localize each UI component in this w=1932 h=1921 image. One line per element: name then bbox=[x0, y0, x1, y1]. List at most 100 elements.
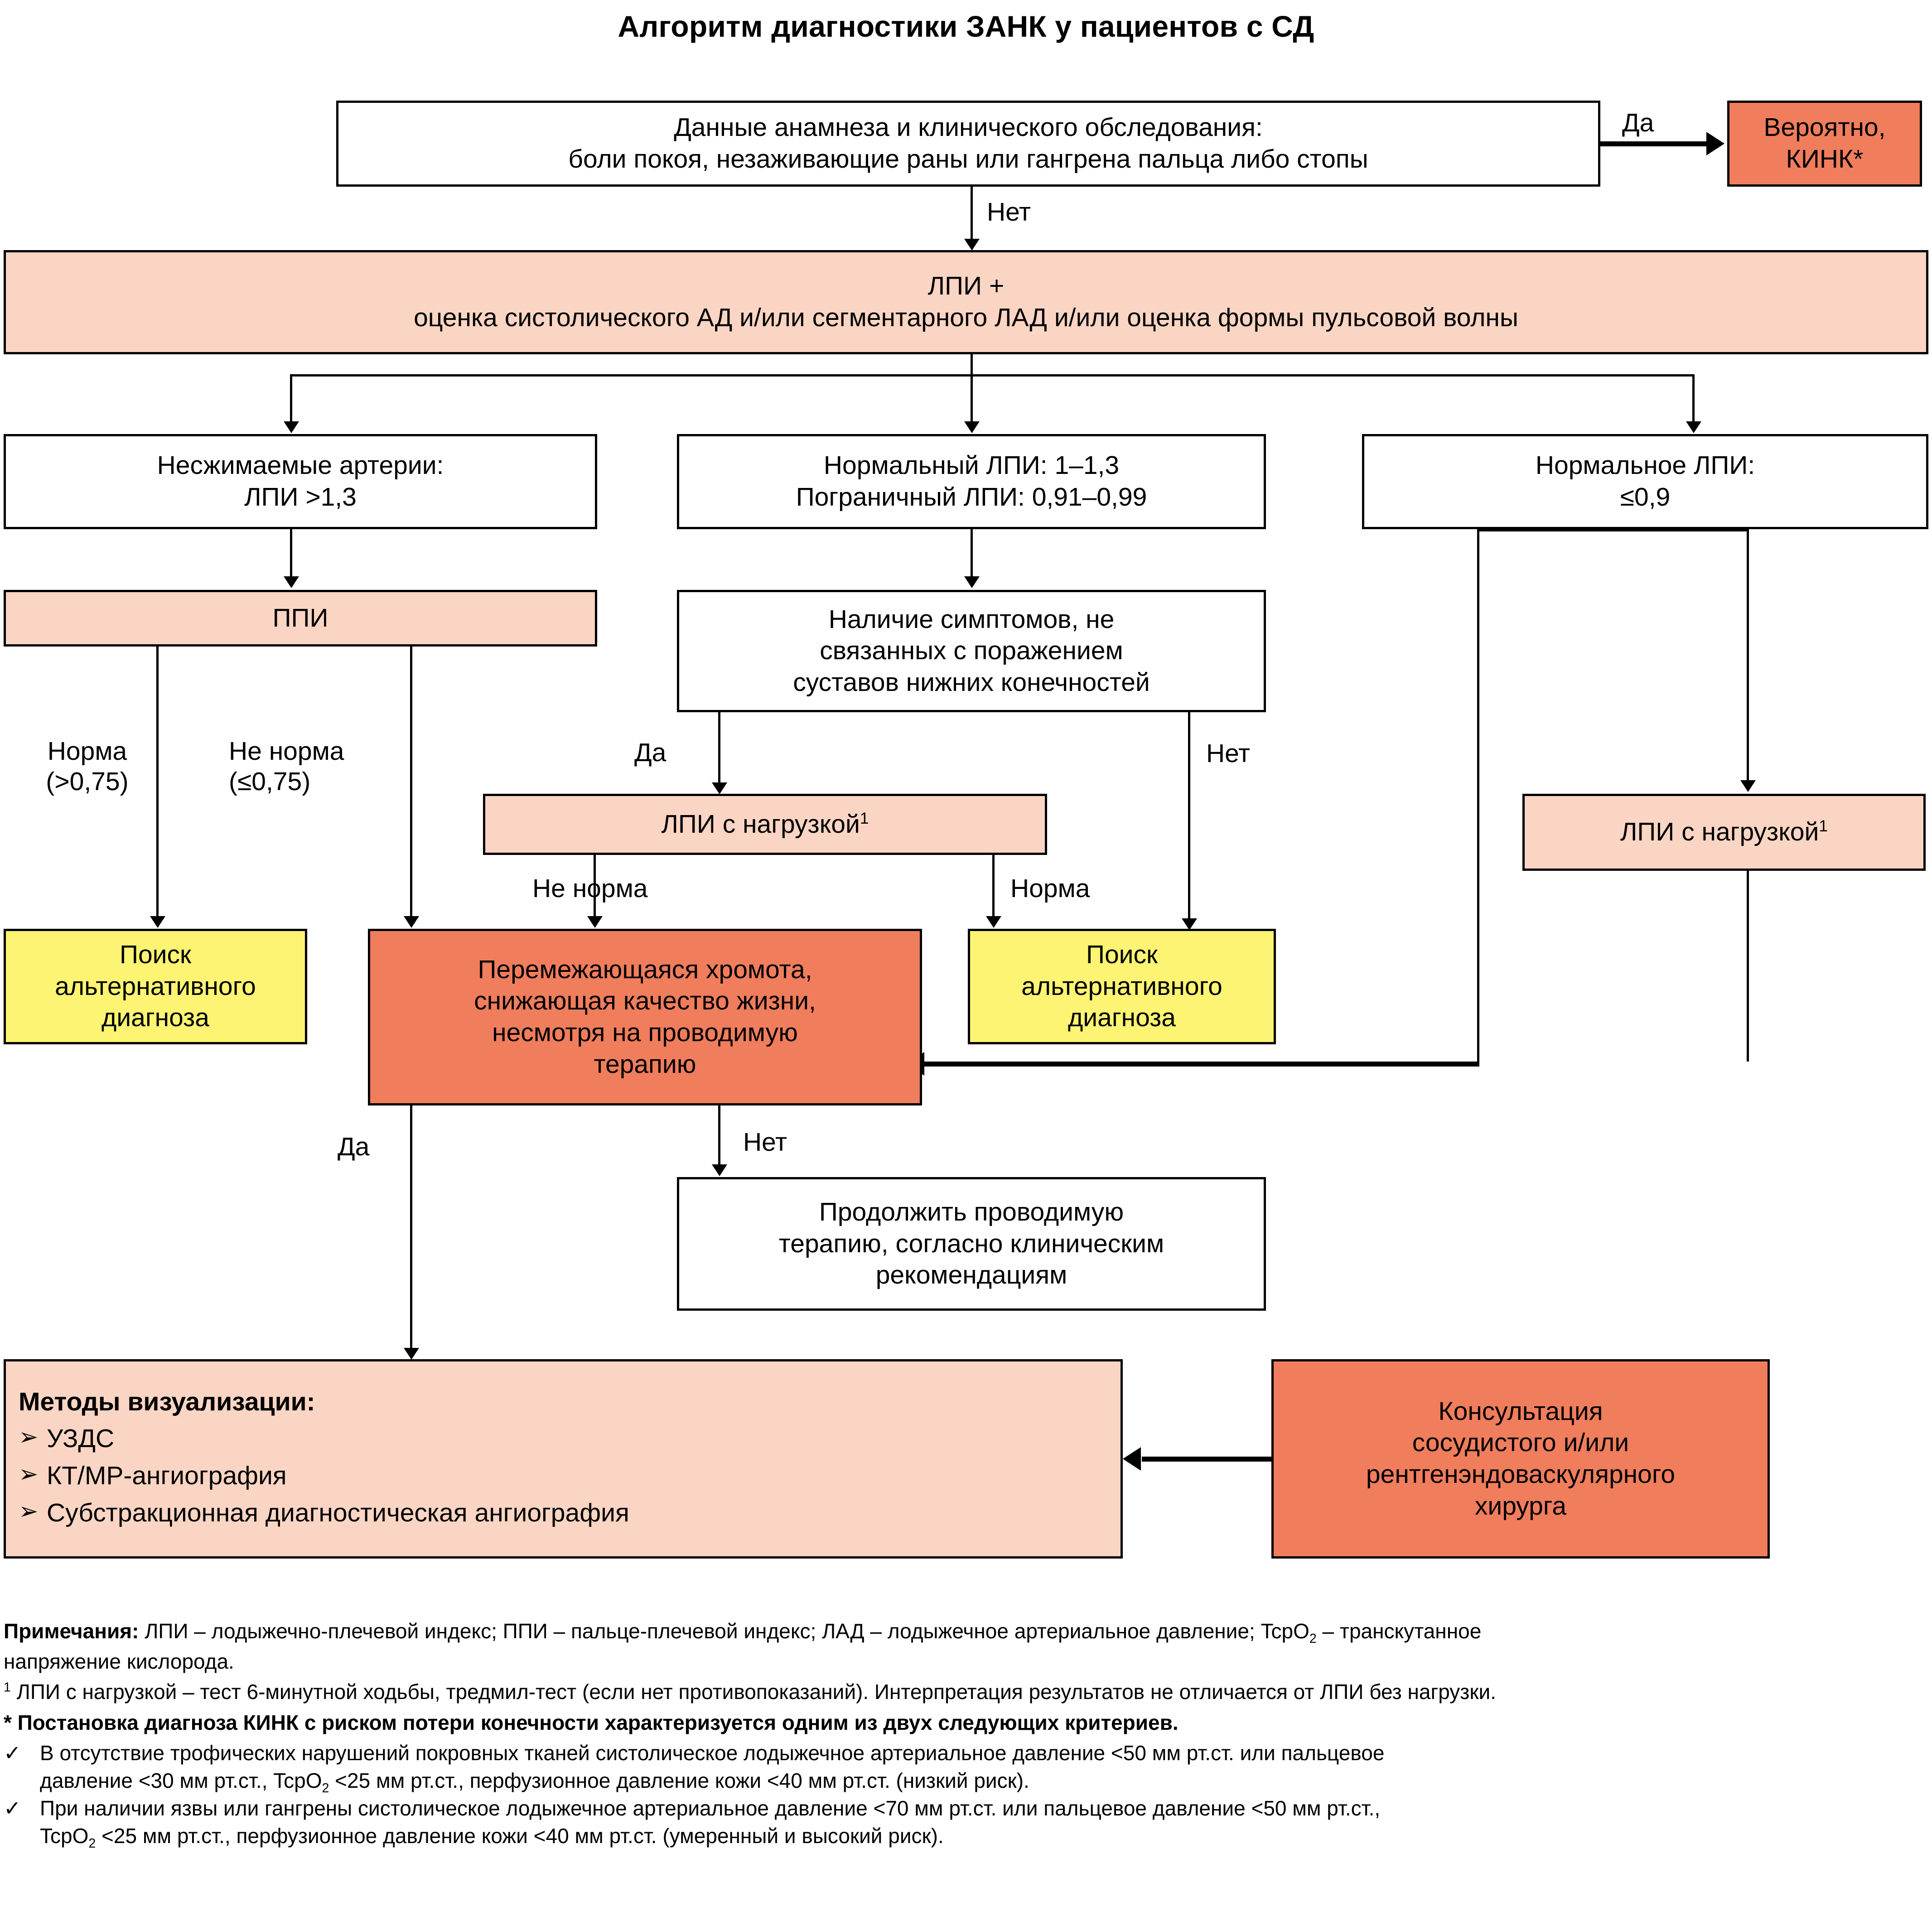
imaging-list-item[interactable]: ➢ Субстракционная диагностическая ангиог… bbox=[19, 1497, 629, 1529]
node-tbi[interactable]: ППИ bbox=[4, 590, 597, 647]
edge-claudication-yes-arrowhead bbox=[404, 1348, 419, 1360]
node-history-line2: боли покоя, незаживающие раны или гангре… bbox=[568, 145, 1368, 174]
notes-criterion-1-line2a: давление <30 мм рт.ст., TcpO bbox=[40, 1768, 322, 1792]
edge-label-tbi-abnormal-l2: (≤0,75) bbox=[229, 767, 311, 796]
notes-criterion-2-line1: При наличии язвы или гангрены систоличес… bbox=[40, 1796, 1381, 1820]
node-normal-abi-line1: Нормальный ЛПИ: 1–1,3 bbox=[823, 451, 1120, 480]
edge-exercise-abnormal-line bbox=[594, 855, 596, 918]
node-probable-clti[interactable]: Вероятно, КИНК* bbox=[1727, 101, 1922, 187]
node-exercise-abi-right-label: ЛПИ с нагрузкой1 bbox=[1620, 817, 1828, 847]
node-symptoms[interactable]: Наличие симптомов, не связанных с пораже… bbox=[677, 590, 1266, 712]
edge-claudication-no-line bbox=[718, 1105, 720, 1167]
arrow-bullet-icon: ➢ bbox=[19, 1424, 39, 1451]
node-consult-line2: сосудистого и/или bbox=[1412, 1428, 1629, 1458]
node-continue-therapy-line1: Продолжить проводимую bbox=[819, 1197, 1124, 1227]
node-continue-therapy-line3: рекомендациям bbox=[875, 1260, 1067, 1290]
node-history-line1: Данные анамнеза и клинического обследова… bbox=[674, 113, 1263, 142]
arrow-bullet-icon: ➢ bbox=[19, 1461, 39, 1487]
edge-claudication-no-arrowhead bbox=[712, 1164, 727, 1176]
edge-incompressible-to-tbi bbox=[290, 529, 292, 579]
node-low-abi-line2: ≤0,9 bbox=[1620, 483, 1671, 512]
edge-history-no-arrowhead bbox=[964, 239, 980, 251]
edge-exercise-right-down bbox=[1747, 871, 1749, 1062]
node-vascular-consult[interactable]: Консультация сосудистого и/или рентгенэн… bbox=[1271, 1359, 1770, 1559]
imaging-item-label: УЗДС bbox=[47, 1424, 115, 1453]
notes-criterion-1-sub: 2 bbox=[322, 1781, 329, 1796]
notes-footnote-star-text: Постановка диагноза КИНК с риском потери… bbox=[11, 1710, 1179, 1734]
edge-tbi-normal-arrowhead bbox=[150, 916, 165, 928]
notes-line-1: Примечания: ЛПИ – лодыжечно-плечевой инд… bbox=[4, 1617, 1929, 1645]
edge-low-abi-to-claudication-line bbox=[922, 1062, 1479, 1067]
edge-abi-branch-left-arrowhead bbox=[284, 421, 299, 433]
node-normal-abi[interactable]: Нормальный ЛПИ: 1–1,3 Пограничный ЛПИ: 0… bbox=[677, 434, 1266, 529]
edge-exercise-abnormal-arrowhead bbox=[587, 916, 603, 928]
notes-criterion-2-line2a: TcpO bbox=[40, 1824, 89, 1848]
edge-label-symptoms-no: Нет bbox=[1206, 739, 1251, 768]
node-alt-diagnosis-left-line3: диагноза bbox=[101, 1003, 209, 1033]
node-claudication[interactable]: Перемежающаяся хромота, снижающая качест… bbox=[368, 929, 922, 1105]
edge-abi-branch-mid-arrowhead bbox=[964, 421, 980, 433]
node-symptoms-line3: суставов нижних конечностей bbox=[793, 667, 1150, 697]
node-history[interactable]: Данные анамнеза и клинического обследова… bbox=[336, 101, 1600, 187]
node-claudication-line2: снижающая качество жизни, bbox=[474, 986, 816, 1016]
imaging-list-item[interactable]: ➢ УЗДС bbox=[19, 1423, 114, 1455]
edge-history-no-line bbox=[971, 187, 973, 246]
edge-label-history-no: Нет bbox=[987, 198, 1031, 227]
node-imaging-title: Методы визуализации: bbox=[19, 1387, 315, 1416]
edge-label-tbi-normal-l2: (>0,75) bbox=[46, 767, 129, 796]
node-abi-evaluation[interactable]: ЛПИ + оценка систолического АД и/или сег… bbox=[4, 250, 1928, 354]
edge-normal-abi-to-symptoms bbox=[971, 529, 973, 579]
notes-criterion-1-line2b: <25 мм рт.ст., перфузионное давление кож… bbox=[329, 1768, 1029, 1792]
node-alt-diagnosis-left-line1: Поиск bbox=[120, 940, 191, 970]
notes-footnote-1-mark: 1 bbox=[4, 1680, 11, 1695]
node-abi-line2: оценка систолического АД и/или сегментар… bbox=[414, 303, 1518, 332]
node-exercise-abi-mid[interactable]: ЛПИ с нагрузкой1 bbox=[483, 794, 1047, 855]
edge-label-exercise-normal: Норма bbox=[1010, 874, 1090, 903]
node-consult-line4: хирурга bbox=[1474, 1491, 1567, 1520]
edge-tbi-normal-line bbox=[156, 647, 159, 918]
node-low-abi[interactable]: Нормальное ЛПИ: ≤0,9 bbox=[1362, 434, 1928, 529]
imaging-item-label: Субстракционная диагностическая ангиогра… bbox=[47, 1498, 629, 1527]
edge-label-claudication-no: Нет bbox=[743, 1128, 787, 1157]
notes-criterion-1-text: В отсутствие трофических нарушений покро… bbox=[40, 1739, 1929, 1795]
edge-abi-branch-left bbox=[290, 374, 292, 424]
node-symptoms-line1: Наличие симптомов, не bbox=[828, 604, 1115, 634]
edge-symptoms-no-line bbox=[1188, 712, 1190, 921]
edge-symptoms-yes-arrowhead bbox=[712, 782, 727, 794]
edge-low-abi-right-drop bbox=[1747, 529, 1749, 783]
edge-normal-abi-to-symptoms-arrowhead bbox=[964, 576, 980, 588]
node-continue-therapy-line2: терапию, согласно клиническим bbox=[778, 1229, 1164, 1258]
edge-abi-stem bbox=[971, 354, 973, 376]
node-claudication-line1: Перемежающаяся хромота, bbox=[478, 955, 812, 984]
node-incompressible-arteries[interactable]: Несжимаемые артерии: ЛПИ >1,3 bbox=[4, 434, 597, 529]
node-alt-diagnosis-right[interactable]: Поиск альтернативного диагноза bbox=[968, 929, 1276, 1044]
arrow-bullet-icon: ➢ bbox=[19, 1498, 39, 1525]
edge-incompressible-to-tbi-arrowhead bbox=[284, 576, 299, 588]
node-imaging-methods[interactable]: Методы визуализации: ➢ УЗДС ➢ КТ/МР-анги… bbox=[4, 1359, 1123, 1559]
imaging-list-item[interactable]: ➢ КТ/МР-ангиография bbox=[19, 1460, 287, 1492]
node-exercise-abi-right[interactable]: ЛПИ с нагрузкой1 bbox=[1522, 794, 1926, 871]
edge-label-symptoms-yes: Да bbox=[634, 738, 667, 767]
page-title: Алгоритм диагностики ЗАНК у пациентов с … bbox=[618, 10, 1314, 43]
notes-criterion-1: ✓ В отсутствие трофических нарушений пок… bbox=[4, 1739, 1929, 1795]
node-normal-abi-line2: Пограничный ЛПИ: 0,91–0,99 bbox=[796, 483, 1147, 512]
node-continue-therapy[interactable]: Продолжить проводимую терапию, согласно … bbox=[677, 1177, 1266, 1311]
notes-footnote-1-text: ЛПИ с нагрузкой – тест 6-минутной ходьбы… bbox=[10, 1680, 1496, 1704]
node-clti-line2: КИНК* bbox=[1786, 145, 1864, 174]
notes-section: Примечания: ЛПИ – лодыжечно-плечевой инд… bbox=[4, 1617, 1929, 1850]
checkmark-icon: ✓ bbox=[4, 1796, 21, 1820]
edge-abi-bus bbox=[290, 374, 1695, 376]
edge-label-tbi-normal: Норма (>0,75) bbox=[32, 736, 143, 797]
edge-label-claudication-yes: Да bbox=[338, 1132, 370, 1161]
edge-claudication-yes-line bbox=[410, 1105, 412, 1350]
imaging-item-label: КТ/МР-ангиография bbox=[47, 1461, 287, 1490]
notes-footnote-1: 1 ЛПИ с нагрузкой – тест 6-минутной ходь… bbox=[4, 1678, 1929, 1706]
notes-criterion-2-text: При наличии язвы или гангрены систоличес… bbox=[40, 1795, 1929, 1850]
edge-low-abi-right-arrowhead bbox=[1740, 780, 1756, 792]
edge-tbi-abnormal-arrowhead bbox=[404, 916, 419, 928]
node-alt-diagnosis-left[interactable]: Поиск альтернативного диагноза bbox=[4, 929, 307, 1044]
node-incompressible-line1: Несжимаемые артерии: bbox=[157, 451, 444, 480]
node-claudication-line4: терапию bbox=[594, 1049, 696, 1079]
node-incompressible-line2: ЛПИ >1,3 bbox=[244, 483, 357, 512]
edge-consult-to-imaging-arrowhead bbox=[1123, 1447, 1141, 1471]
